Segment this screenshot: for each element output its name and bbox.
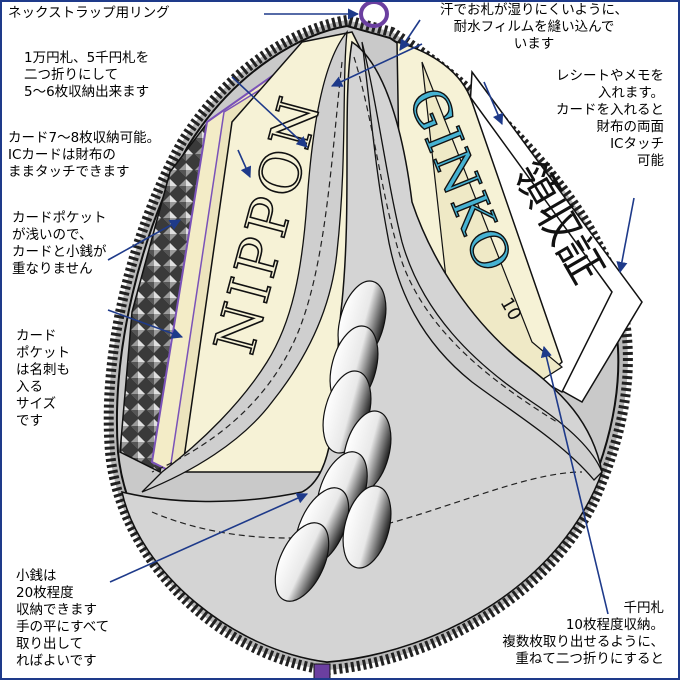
gusset-right-flap <box>361 41 603 481</box>
stitch-line-2 <box>151 61 343 473</box>
note-waterproof-film: 汗でお札が湿りにくいように、 耐水フィルムを縫い込んで います <box>440 2 629 52</box>
neck-strap-ring <box>359 2 389 28</box>
zipper-pull <box>313 663 331 678</box>
note-receipts: レシートやメモを 入れます。 カードを入れると 財布の両面 ICタッチ 可能 <box>556 68 664 169</box>
note-thousand-yen: 千円札 10枚程度収納。 複数枚取り出せるように、 重ねて二つ折りにすると <box>502 600 664 667</box>
note-coins: 小銭は 20枚程度 収納できます 手の平にすべて 取り出して ればよいです <box>16 568 110 669</box>
gusset-left-flap <box>141 29 348 493</box>
coins <box>274 280 392 602</box>
note-neck-strap-ring: ネックストラップ用リング <box>8 5 170 21</box>
note-card-pocket-size: カード ポケット は名刺も 入る サイズ です <box>16 328 70 429</box>
stitch-line <box>353 56 558 423</box>
note-bills-folded: 1万円札、5千円札を 二つ折りにして 5〜6枚収納出来ます <box>24 50 150 100</box>
note-shallow-pocket: カードポケット が浅いので、 カードと小銭が 重なりません <box>12 210 107 277</box>
note-cards-capacity: カード7〜8枚収納可能。 ICカードは財布の ままタッチできます <box>8 130 161 180</box>
leader-arrows <box>107 8 635 615</box>
